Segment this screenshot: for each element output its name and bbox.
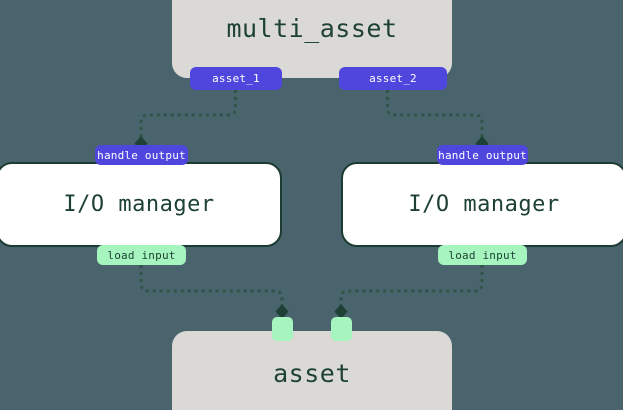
badge-handle-output-left[interactable]: handle output	[95, 145, 188, 165]
node-asset-label: asset	[273, 358, 351, 388]
handle-asset-input-left[interactable]	[272, 317, 293, 341]
node-multi-asset[interactable]: multi_asset	[172, 0, 452, 78]
node-io-manager-right[interactable]: I/O manager	[341, 162, 623, 247]
node-asset[interactable]: asset	[172, 331, 452, 410]
edge-asset2-to-handle-output-right	[386, 90, 489, 151]
badge-load-input-right[interactable]: load input	[438, 245, 527, 265]
handle-asset-input-right[interactable]	[331, 317, 352, 341]
badge-asset-1[interactable]: asset_1	[190, 67, 282, 90]
badge-load-input-right-label: load input	[448, 248, 517, 262]
edge-asset1-to-handle-output-left	[134, 90, 237, 151]
badge-asset-2-label: asset_2	[369, 72, 417, 85]
badge-handle-output-right-label: handle output	[438, 148, 527, 162]
badge-handle-output-right[interactable]: handle output	[437, 145, 528, 165]
node-io-manager-right-label: I/O manager	[408, 192, 560, 217]
node-io-manager-left-label: I/O manager	[63, 192, 215, 217]
badge-asset-1-label: asset_1	[212, 72, 260, 85]
node-io-manager-left[interactable]: I/O manager	[0, 162, 282, 247]
badge-handle-output-left-label: handle output	[97, 148, 186, 162]
node-multi-asset-label: multi_asset	[226, 13, 398, 43]
edge-load-input-left-to-asset	[139, 265, 289, 319]
edge-load-input-right-to-asset	[334, 265, 484, 319]
badge-load-input-left[interactable]: load input	[97, 245, 186, 265]
badge-asset-2[interactable]: asset_2	[339, 67, 447, 90]
badge-load-input-left-label: load input	[107, 248, 176, 262]
